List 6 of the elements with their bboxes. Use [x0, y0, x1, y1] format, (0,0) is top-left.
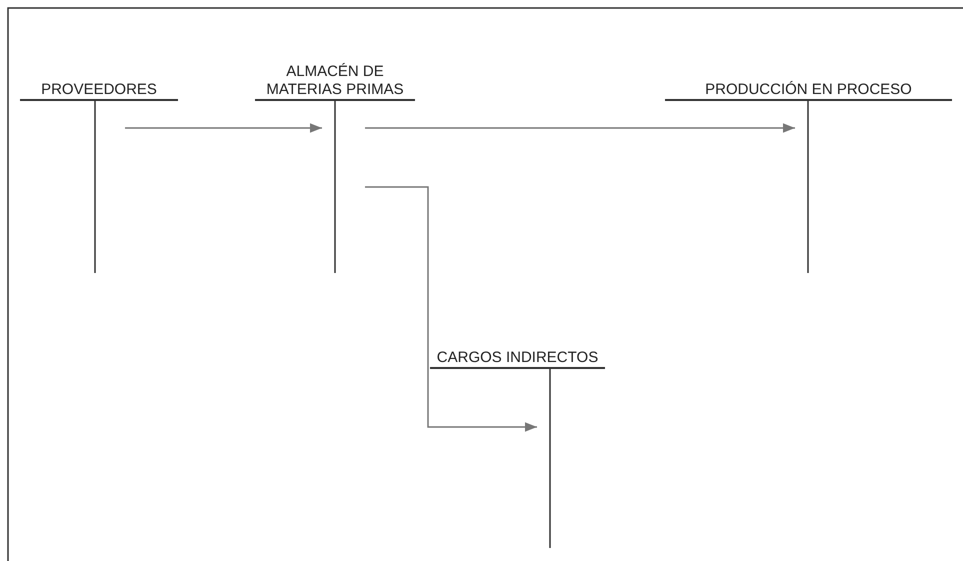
- account-title: CARGOS INDIRECTOS: [436, 349, 600, 367]
- arrow: [125, 123, 322, 133]
- account-title: PRODUCCIÓN EN PROCESO: [704, 81, 913, 99]
- account-title: ALMACÉN DE MATERIAS PRIMAS: [265, 63, 405, 99]
- account-title: PROVEEDORES: [40, 81, 158, 99]
- arrow: [365, 123, 795, 133]
